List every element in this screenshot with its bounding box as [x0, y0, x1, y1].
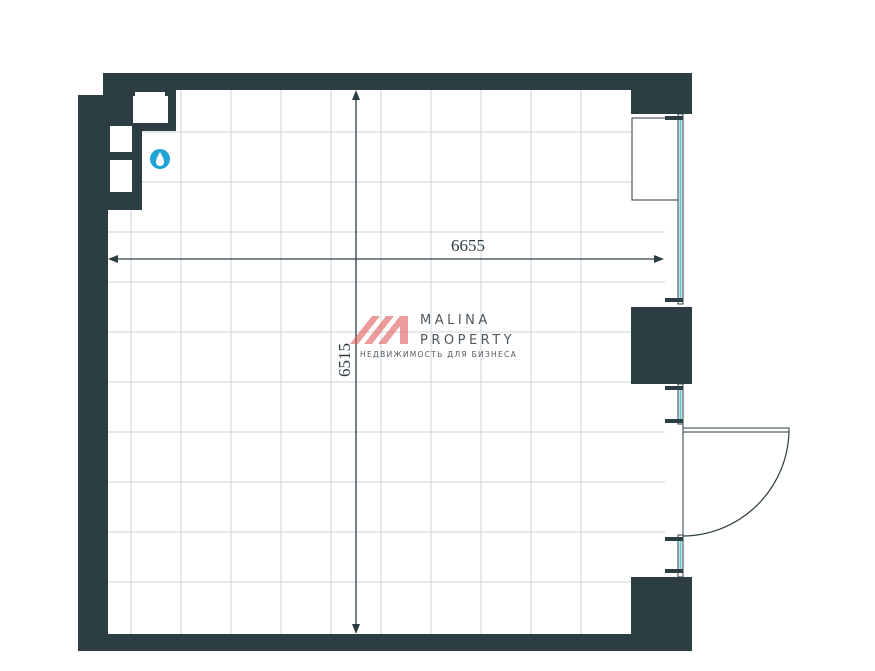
- left-wall: [78, 95, 108, 651]
- watermark-title-line2: PROPERTY: [420, 333, 515, 348]
- shaft-divider-2: [133, 123, 142, 210]
- shaft-cell-3: [110, 160, 132, 192]
- door-side-glass-top: [665, 383, 684, 425]
- logo-mark-icon: [350, 316, 408, 344]
- right-wall-top-pier: [631, 73, 692, 114]
- floor-tile-grid: [108, 90, 665, 634]
- dimension-width: [108, 255, 664, 263]
- watermark-subtitle: НЕДВИЖИМОСТЬ ДЛЯ БИЗНЕСА: [360, 350, 517, 359]
- shaft-cell-walls: [108, 123, 142, 210]
- window-sill: [631, 117, 684, 201]
- shaft-cells: [110, 92, 165, 192]
- door-side-glass-bottom: [665, 534, 684, 578]
- shaft-block-mid: [130, 123, 176, 131]
- water-drop-icon: [150, 149, 170, 169]
- dimension-height: [352, 90, 360, 634]
- width-dimension-label: 6655: [451, 236, 485, 255]
- walls: [78, 73, 692, 651]
- shaft-cell-1: [135, 92, 165, 120]
- upper-window: [665, 113, 684, 305]
- right-wall-bottom-pier: [631, 577, 692, 651]
- watermark-title-line1: MALINA: [420, 313, 491, 328]
- shaft-divider-1: [108, 152, 142, 158]
- right-wall-middle-pier: [631, 307, 692, 384]
- watermark-logo: MALINA PROPERTY НЕДВИЖИМОСТЬ ДЛЯ БИЗНЕСА: [350, 313, 517, 359]
- shaft-divider-3: [108, 192, 142, 210]
- bottom-wall: [78, 634, 692, 651]
- entrance-door: [682, 424, 790, 540]
- shaft-cell-2: [110, 126, 132, 152]
- top-wall: [103, 73, 692, 90]
- shaft-block-vert: [168, 88, 176, 131]
- height-dimension-label: 6515: [335, 343, 354, 377]
- left-wall-top-step: [103, 73, 109, 95]
